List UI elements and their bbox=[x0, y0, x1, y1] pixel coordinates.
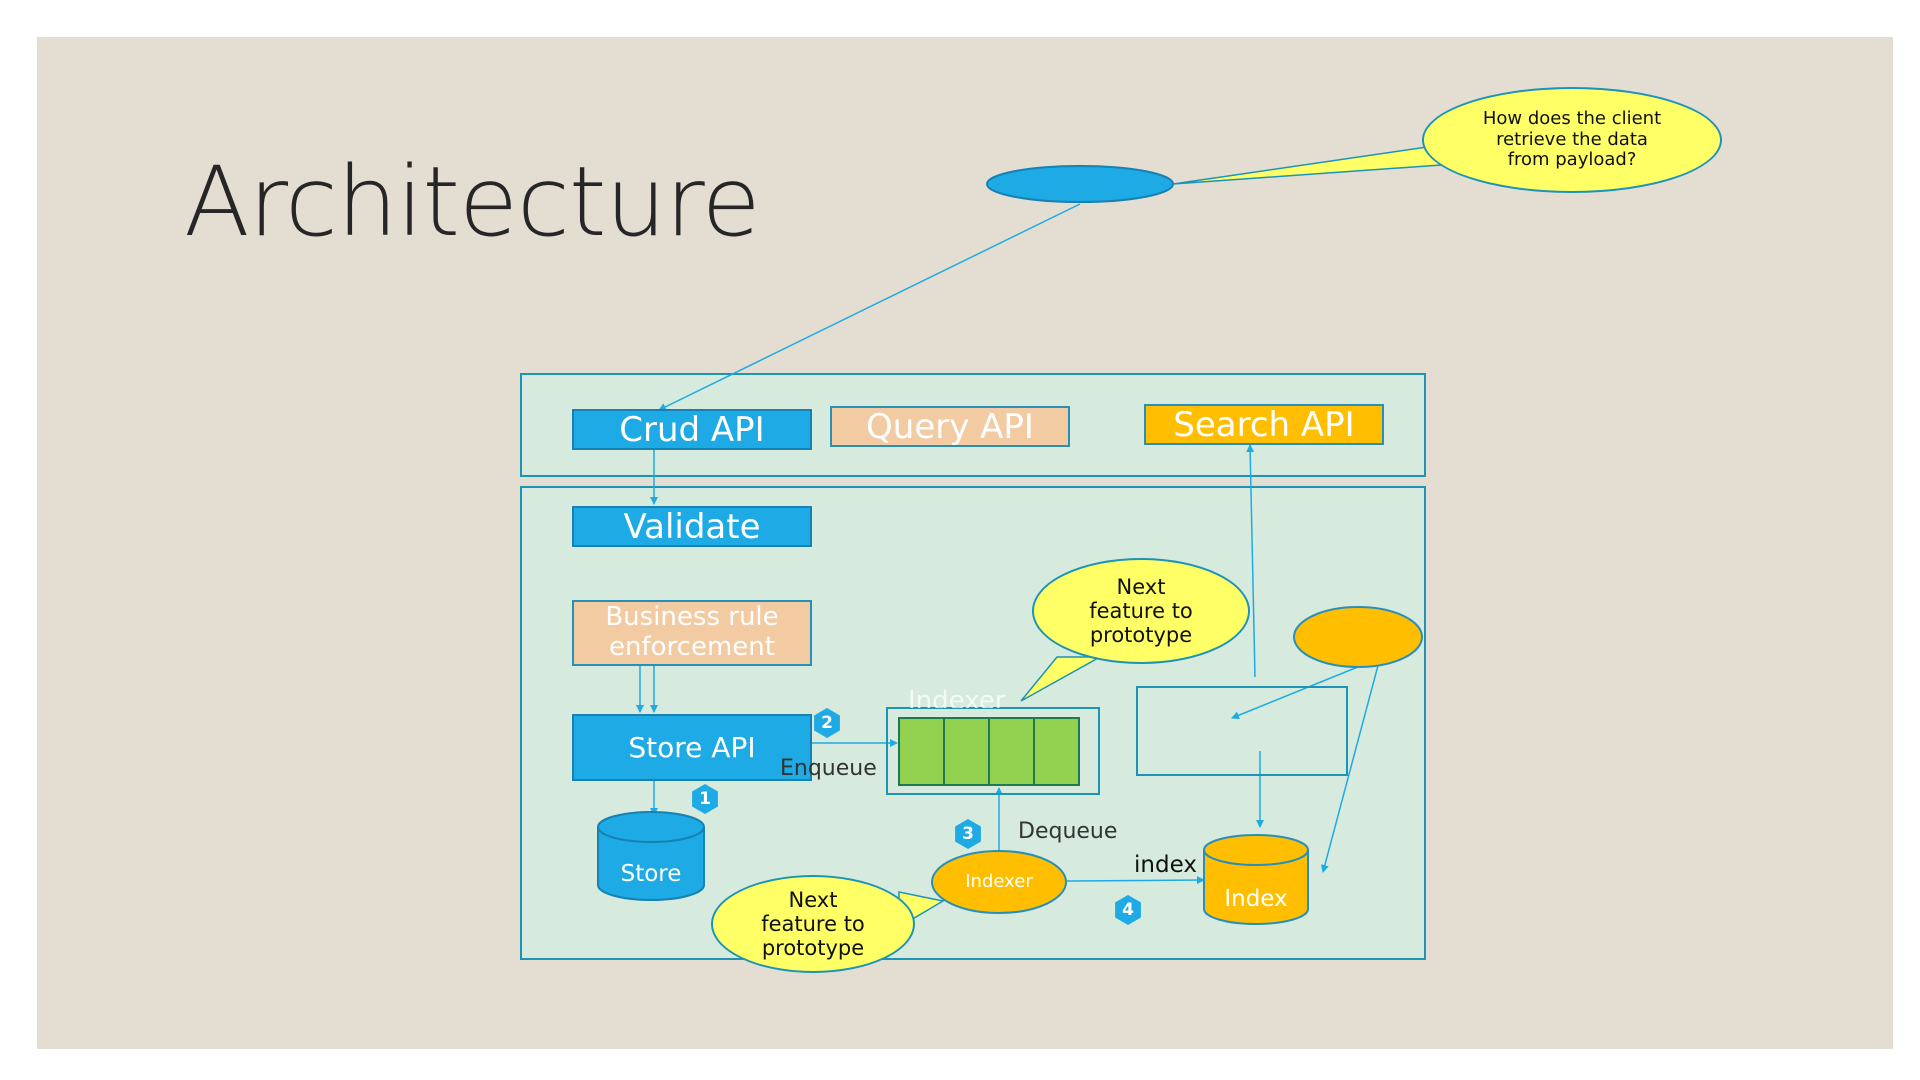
store-label: Store bbox=[620, 860, 682, 887]
queue-slot-1 bbox=[898, 717, 945, 786]
next-feature-top-callout bbox=[1032, 558, 1250, 664]
step-badge-1: 1 bbox=[692, 784, 718, 814]
oval-to-crud-connector bbox=[658, 203, 1081, 411]
next-feature-bottom-text: Next feature to prototype bbox=[761, 887, 865, 961]
payload-oval bbox=[986, 165, 1174, 203]
queue-slot-2 bbox=[943, 717, 990, 786]
slide: Architecture bbox=[37, 37, 1893, 1049]
next-feature-bottom-callout bbox=[711, 875, 915, 973]
queue-slot-4 bbox=[1033, 717, 1080, 786]
next-feature-top-tail bbox=[1020, 656, 1103, 702]
payload-question-callout bbox=[1422, 87, 1722, 193]
queue-container bbox=[886, 707, 1100, 795]
index-edge-label: index bbox=[1134, 852, 1197, 878]
step-badge-3: 3 bbox=[955, 819, 981, 849]
indexer-ellipse bbox=[931, 850, 1067, 914]
store-api-box: Store API bbox=[572, 714, 812, 781]
dequeue-label: Dequeue bbox=[1018, 819, 1118, 844]
validate-box: Validate bbox=[572, 506, 812, 547]
store-cylinder bbox=[597, 811, 705, 901]
indexer-to-index-connector bbox=[1066, 876, 1205, 885]
search-api-box: Search API bbox=[1144, 404, 1384, 445]
index-to-search-connector bbox=[1246, 444, 1256, 678]
connector-layer bbox=[597, 144, 1442, 929]
gold-oval-to-index-connector bbox=[1320, 657, 1381, 873]
step-badge-2: 2 bbox=[814, 708, 840, 738]
queue-slot-3 bbox=[988, 717, 1035, 786]
slide-title: Architecture bbox=[184, 146, 761, 258]
payload-question-text: How does the client retrieve the data fr… bbox=[1482, 107, 1662, 171]
index-cylinder bbox=[1203, 834, 1309, 925]
payload-callout-tail bbox=[1172, 144, 1442, 185]
enqueue-label: Enqueue bbox=[780, 756, 877, 781]
step-badge-4: 4 bbox=[1115, 895, 1141, 925]
next-feature-top-text: Next feature to prototype bbox=[1089, 574, 1193, 648]
empty-component-box bbox=[1136, 686, 1348, 776]
indexer-label: Indexer bbox=[965, 871, 1033, 892]
index-label: Index bbox=[1224, 885, 1288, 912]
queue-label: Indexer bbox=[908, 687, 1006, 708]
query-api-box: Query API bbox=[830, 406, 1070, 447]
crud-api-box: Crud API bbox=[572, 409, 812, 450]
business-rule-box: Business rule enforcement bbox=[572, 600, 812, 666]
gold-oval bbox=[1293, 606, 1423, 668]
